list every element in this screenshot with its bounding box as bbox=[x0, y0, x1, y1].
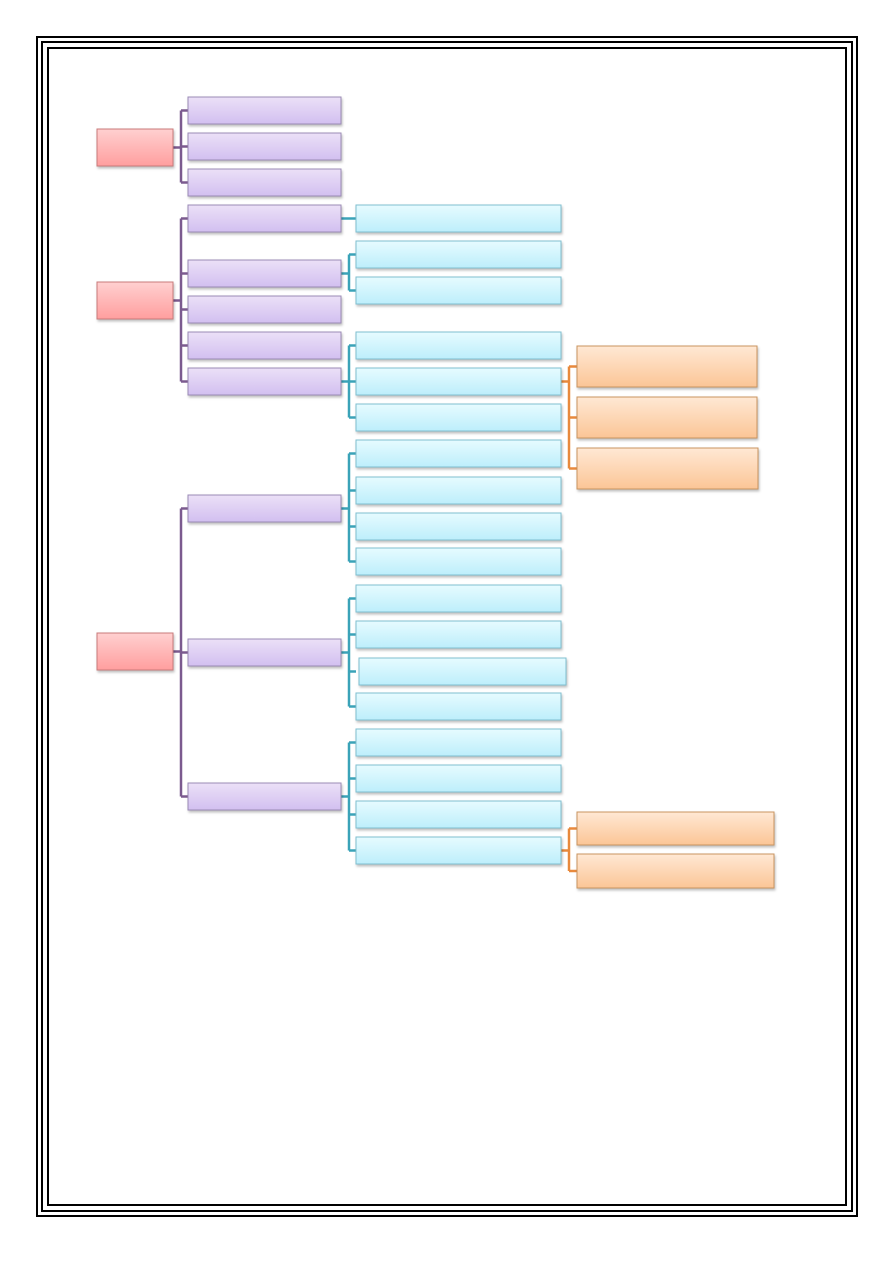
level3-node bbox=[355, 764, 562, 793]
level2-node bbox=[187, 638, 342, 667]
level3-node bbox=[355, 240, 562, 269]
level4-node bbox=[576, 345, 758, 388]
level1-node bbox=[96, 128, 174, 167]
level2-node-box bbox=[187, 204, 342, 233]
level3-node-box bbox=[355, 547, 562, 576]
level3-node-box bbox=[355, 764, 562, 793]
level3-node bbox=[355, 367, 562, 396]
level1-node-box bbox=[96, 281, 174, 320]
level2-node bbox=[187, 367, 342, 396]
level3-node-box bbox=[355, 692, 562, 721]
level1-node bbox=[96, 632, 174, 671]
level3-node bbox=[355, 331, 562, 360]
level2-node-box bbox=[187, 367, 342, 396]
level1-node-box bbox=[96, 632, 174, 671]
level2-node bbox=[187, 204, 342, 233]
level2-node-box bbox=[187, 259, 342, 288]
level3-node bbox=[355, 620, 562, 649]
level4-node-box bbox=[576, 447, 759, 490]
level2-node-box bbox=[187, 638, 342, 667]
level2-node-box bbox=[187, 295, 342, 324]
level1-node-box bbox=[96, 128, 174, 167]
level3-node-box bbox=[355, 276, 562, 305]
level3-node-box bbox=[355, 800, 562, 829]
level2-node-box bbox=[187, 168, 342, 197]
level3-node-box bbox=[355, 439, 562, 468]
level2-node bbox=[187, 782, 342, 811]
level3-node bbox=[355, 439, 562, 468]
level3-node bbox=[355, 476, 562, 505]
level3-node bbox=[355, 512, 562, 541]
level3-node-box bbox=[355, 584, 562, 613]
level3-node-box bbox=[355, 204, 562, 233]
level2-node bbox=[187, 494, 342, 523]
level3-node-box bbox=[355, 836, 562, 865]
page-border-inner bbox=[47, 47, 847, 1206]
level3-node bbox=[355, 547, 562, 576]
level2-node-box bbox=[187, 331, 342, 360]
level4-node-box bbox=[576, 853, 775, 889]
level3-node bbox=[355, 204, 562, 233]
level4-node bbox=[576, 853, 775, 889]
level2-node-box bbox=[187, 494, 342, 523]
level3-node-box bbox=[355, 240, 562, 269]
level2-node bbox=[187, 331, 342, 360]
level3-node bbox=[358, 657, 567, 686]
nodes bbox=[96, 96, 775, 889]
level3-node-box bbox=[355, 331, 562, 360]
level2-node bbox=[187, 96, 342, 125]
level3-node-box bbox=[355, 728, 562, 757]
level3-node bbox=[355, 836, 562, 865]
level3-node-box bbox=[355, 367, 562, 396]
level1-node bbox=[96, 281, 174, 320]
level2-node bbox=[187, 295, 342, 324]
level3-node-box bbox=[355, 403, 562, 432]
level3-node bbox=[355, 728, 562, 757]
level3-node-box bbox=[355, 476, 562, 505]
level4-node bbox=[576, 396, 758, 439]
level2-node-box bbox=[187, 96, 342, 125]
level3-node bbox=[355, 403, 562, 432]
level4-node bbox=[576, 447, 759, 490]
level3-node bbox=[355, 276, 562, 305]
level3-node bbox=[355, 692, 562, 721]
level2-node-box bbox=[187, 132, 342, 161]
connectors bbox=[173, 109, 577, 873]
level3-node-box bbox=[355, 620, 562, 649]
level4-node-box bbox=[576, 396, 758, 439]
page-border-middle bbox=[41, 41, 853, 1212]
level4-node-box bbox=[576, 345, 758, 388]
level3-node-box bbox=[355, 512, 562, 541]
level2-node bbox=[187, 259, 342, 288]
level2-node bbox=[187, 168, 342, 197]
level4-node bbox=[576, 811, 775, 846]
level2-node bbox=[187, 132, 342, 161]
level3-node-box bbox=[358, 657, 567, 686]
page-border-outer bbox=[36, 36, 858, 1217]
level4-node-box bbox=[576, 811, 775, 846]
level3-node bbox=[355, 800, 562, 829]
level3-node bbox=[355, 584, 562, 613]
level2-node-box bbox=[187, 782, 342, 811]
